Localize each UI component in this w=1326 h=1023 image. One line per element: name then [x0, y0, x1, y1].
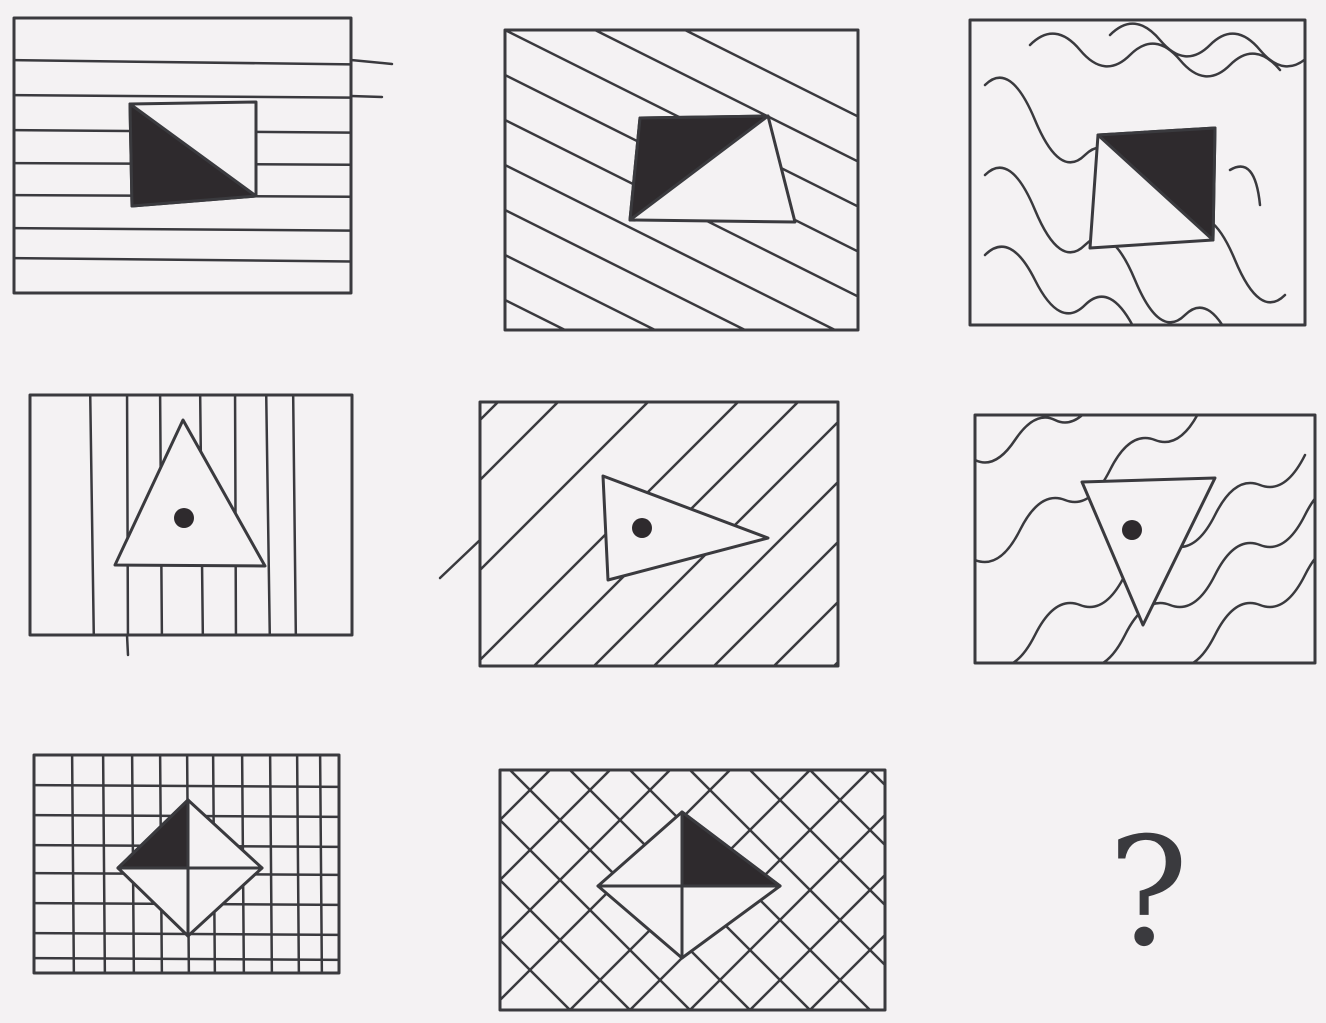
panel-r2c1 — [30, 380, 352, 655]
triangle-shape — [603, 476, 768, 580]
panel-r2c2 — [420, 320, 900, 700]
center-dot — [1122, 520, 1142, 540]
triangle-shape — [115, 420, 265, 566]
panel-r1c1 — [0, 18, 400, 293]
center-dot — [174, 508, 194, 528]
center-dot — [632, 518, 652, 538]
panel-r3c1 — [20, 740, 350, 990]
diagonal-lines-pattern — [505, 0, 905, 500]
missing-panel-question-mark: ? — [1108, 818, 1188, 968]
panel-r1c3 — [970, 20, 1326, 413]
dark-quarter-fill — [682, 812, 780, 886]
panel-r3c2 — [500, 700, 900, 1020]
panel-r2c3 — [975, 350, 1326, 667]
panel-r1c2 — [505, 0, 905, 500]
dark-quarter-fill — [118, 800, 188, 868]
